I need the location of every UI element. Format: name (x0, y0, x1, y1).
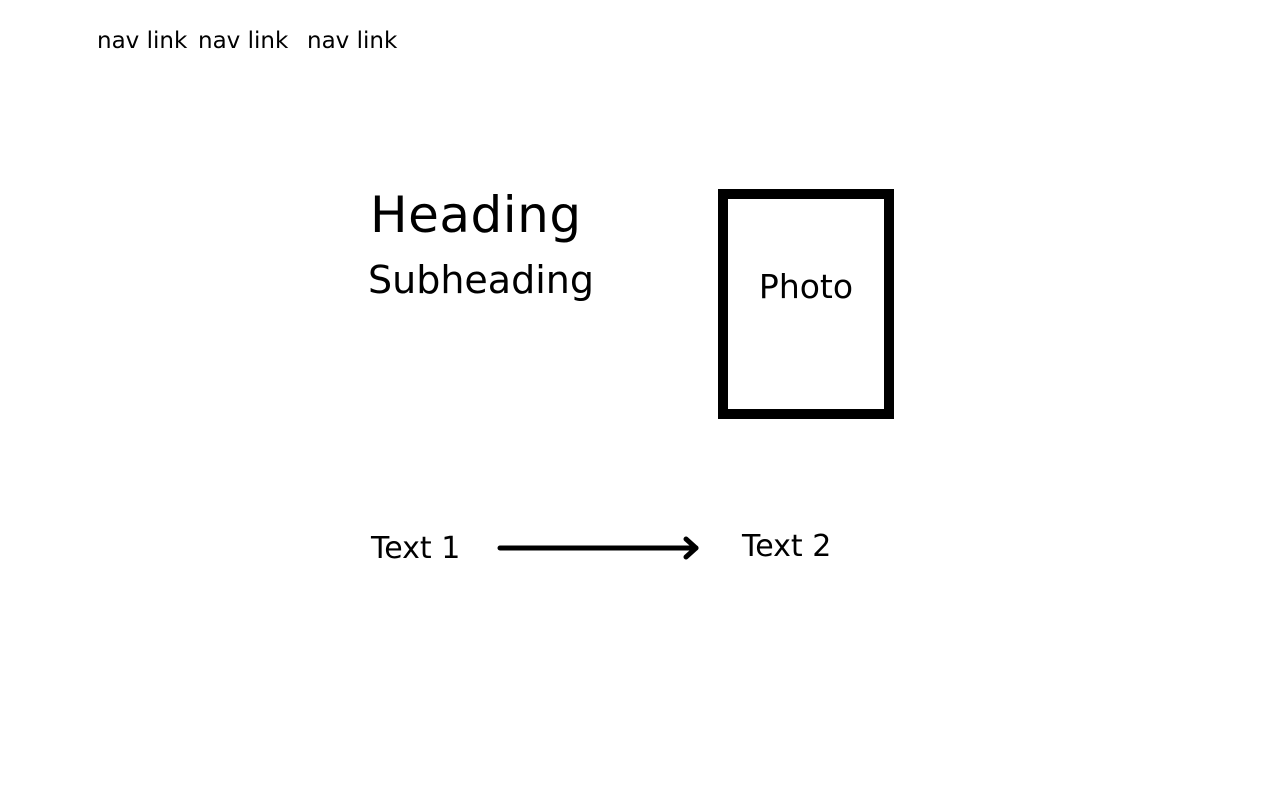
nav-link-1[interactable]: nav link (97, 28, 188, 54)
nav-link-3[interactable]: nav link (307, 28, 398, 54)
flow-text-1: Text 1 (371, 531, 461, 566)
photo-placeholder: Photo (718, 189, 894, 419)
page-subheading: Subheading (368, 258, 594, 302)
photo-label: Photo (758, 267, 854, 306)
page-heading: Heading (370, 186, 582, 244)
nav-link-2[interactable]: nav link (198, 28, 289, 54)
flow-text-2: Text 2 (742, 529, 832, 564)
arrow-right-icon (497, 536, 699, 560)
